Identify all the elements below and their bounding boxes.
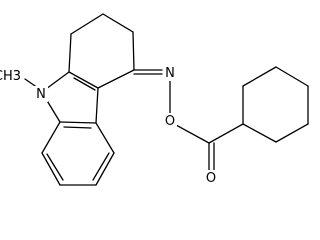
bond-c4-c4a — [97, 69, 135, 89]
atom-label-ester-oxygen: O — [165, 114, 175, 129]
bond-cy5-cy6 — [242, 66, 277, 87]
bond-c4b-c8a-inner — [63, 126, 92, 129]
chemical-structure-diagram: N CH3 N O O — [0, 13, 309, 186]
bond-c8-c7 — [41, 152, 61, 186]
bond-o-c-ester — [175, 124, 210, 144]
bond-c3-c4 — [132, 31, 135, 71]
bond-n-c9a — [45, 71, 70, 90]
bond-c6-c5-double — [92, 152, 110, 181]
bond-c9a-c4a-double — [73, 77, 96, 91]
bond-c4b-c8a — [59, 121, 97, 124]
bond-n-c8a — [45, 98, 61, 123]
bond-c4a-c4b — [95, 87, 99, 124]
atom-label-oxime-nitrogen: N — [165, 66, 175, 81]
bond-c6-c5 — [95, 152, 115, 186]
bond-cy1-cy2 — [242, 123, 277, 143]
bond-c2-c3 — [102, 13, 134, 33]
bond-c1-c2 — [70, 13, 104, 35]
bond-cy2-cy3 — [275, 123, 309, 143]
atom-label-carbonyl-oxygen: O — [206, 171, 216, 186]
bond-c8a-c8 — [41, 121, 61, 154]
bond-ester-cyclohexyl — [208, 123, 244, 144]
bond-c9a-c1 — [68, 33, 72, 73]
bond-cy4-cy5 — [275, 66, 309, 87]
bond-c5-c4b — [95, 122, 115, 154]
atom-label-methyl: CH3 — [0, 69, 21, 84]
bond-c8-c7-double — [46, 153, 64, 181]
atom-label-indole-nitrogen: N — [36, 87, 46, 102]
bond-c9a-c4a — [68, 71, 99, 89]
